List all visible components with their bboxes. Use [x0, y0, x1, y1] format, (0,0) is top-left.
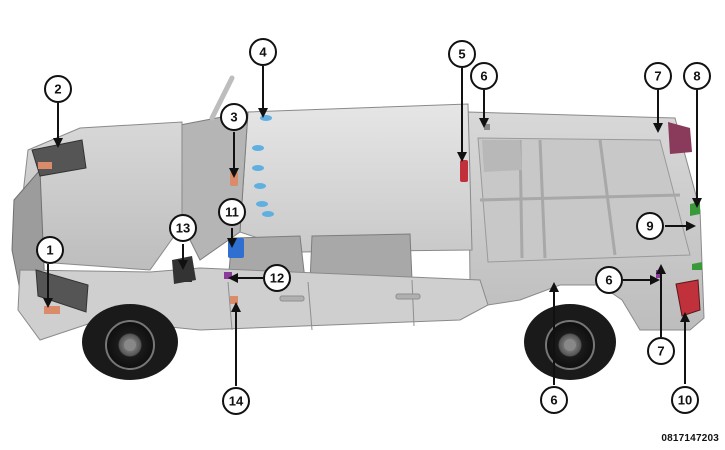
callout-label: 4: [259, 45, 267, 60]
callout: 6: [540, 386, 568, 414]
overhead-lamp: [230, 172, 238, 186]
callout: 3: [220, 103, 248, 131]
callout-label: 10: [678, 393, 692, 408]
callout: 1: [36, 236, 64, 264]
callout: 6: [595, 266, 623, 294]
callout-label: 8: [693, 69, 700, 84]
callout-label: 11: [225, 205, 239, 220]
callout-label: 6: [480, 69, 487, 84]
bed-headboard: [482, 140, 522, 172]
step-lamp: [230, 296, 238, 304]
callout: 13: [169, 214, 197, 242]
callout-label: 7: [657, 344, 664, 359]
antenna: [209, 75, 235, 121]
door-seams: [227, 279, 421, 331]
wheel-rear: [524, 304, 616, 380]
callout: 7: [644, 62, 672, 90]
callout: 5: [448, 40, 476, 68]
wheel-front: [82, 304, 178, 380]
callout: 9: [636, 212, 664, 240]
callout-label: 6: [605, 273, 612, 288]
callout-label: 5: [458, 47, 465, 62]
callout: 4: [249, 38, 277, 66]
connector-green-lower: [692, 262, 702, 270]
figure-id: 0817147203: [661, 433, 719, 444]
callout-label: 3: [230, 110, 237, 125]
callout: 6: [470, 62, 498, 90]
callout: 12: [263, 264, 291, 292]
arrow-heads: [43, 108, 702, 322]
tail-lamp-upper: [668, 122, 692, 154]
callout: 7: [647, 337, 675, 365]
headlamp-upper: [31, 139, 87, 177]
callout: 2: [44, 75, 72, 103]
truck-body: [11, 75, 705, 341]
callout-label: 1: [46, 243, 53, 258]
callout-label: 12: [270, 271, 284, 286]
callout-label: 7: [654, 69, 661, 84]
callout: 10: [671, 386, 699, 414]
callout-label: 6: [550, 393, 557, 408]
callout-label: 14: [229, 394, 244, 409]
callout: 14: [222, 387, 250, 415]
chmsl-lamp: [460, 160, 468, 182]
callout-label: 13: [176, 221, 190, 236]
module-dark: [174, 262, 192, 282]
tail-lamp: [675, 279, 701, 317]
cargo-lamp-bed-front: [484, 124, 490, 130]
callout-label: 9: [646, 219, 653, 234]
cab-roof: [239, 103, 473, 253]
callout: 11: [218, 198, 246, 226]
connector-purple: [224, 272, 232, 279]
callout-label: 2: [54, 82, 61, 97]
callout: 8: [683, 62, 711, 90]
